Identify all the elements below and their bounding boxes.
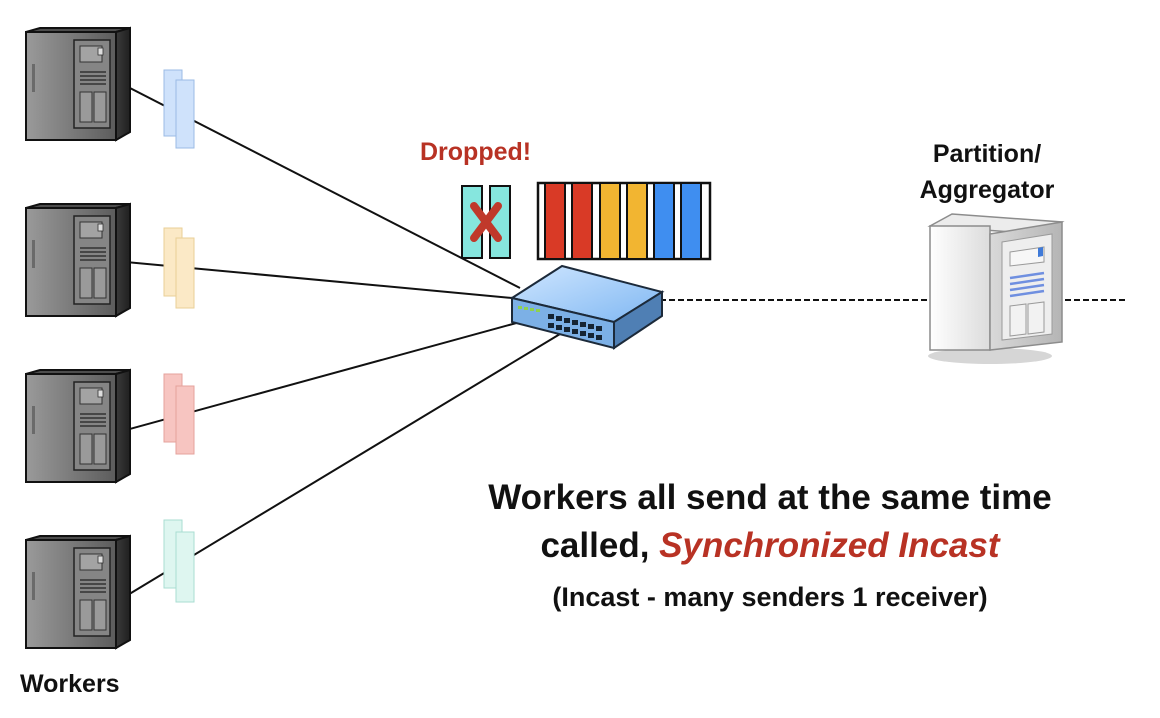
worker4-packets bbox=[163, 519, 195, 603]
server-tower-icon bbox=[25, 27, 131, 141]
aggregator-label-line2: Aggregator bbox=[919, 176, 1055, 204]
caption-line1: Workers all send at the same time bbox=[488, 478, 1052, 517]
switch-buffer-queue bbox=[536, 181, 712, 261]
caption-line2-prefix: called, bbox=[540, 526, 660, 565]
caption-highlight: Synchronized Incast bbox=[659, 526, 1000, 565]
aggregator-label-line1: Partition/ bbox=[932, 140, 1042, 168]
server-tower-icon bbox=[25, 535, 131, 649]
workers-label: Workers bbox=[20, 670, 120, 698]
worker1-packets bbox=[163, 69, 195, 149]
server-tower-icon bbox=[25, 369, 131, 483]
caption-headline: Workers all send at the same time called… bbox=[420, 474, 1120, 570]
worker3-packets bbox=[163, 373, 195, 455]
server-tower-icon bbox=[927, 213, 1065, 364]
caption-note: (Incast - many senders 1 receiver) bbox=[552, 582, 988, 612]
x-mark-icon bbox=[470, 202, 502, 242]
server-tower-icon bbox=[25, 203, 131, 317]
worker2-packets bbox=[163, 227, 195, 309]
network-switch-icon bbox=[509, 264, 665, 350]
aggregator-label: Partition/ Aggregator bbox=[902, 136, 1072, 208]
dropped-label: Dropped! bbox=[420, 138, 532, 166]
caption-line2: called, Synchronized Incast bbox=[420, 522, 1120, 570]
